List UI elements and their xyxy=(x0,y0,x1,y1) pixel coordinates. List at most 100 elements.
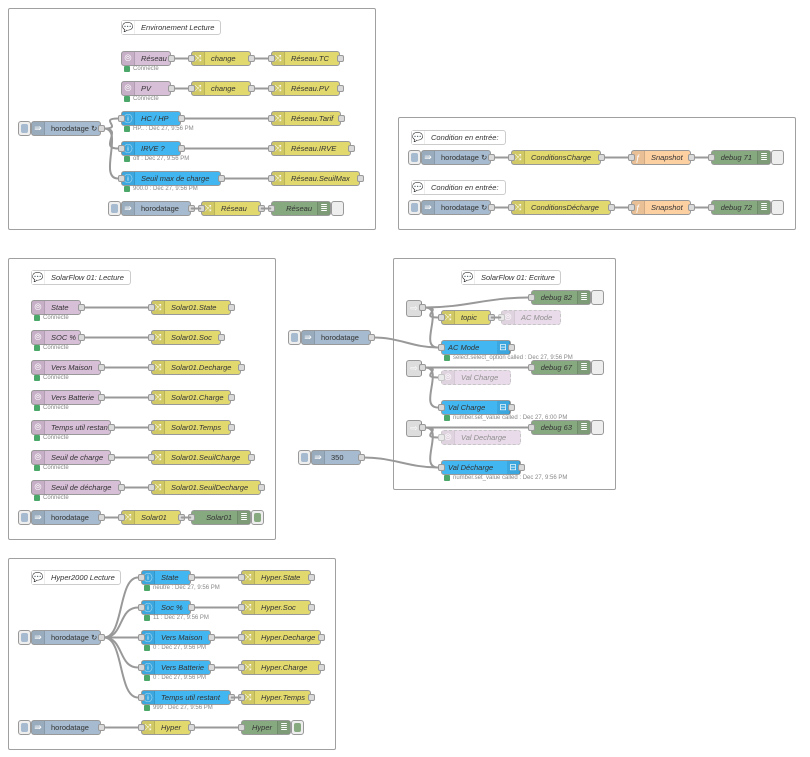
input-port[interactable] xyxy=(508,204,515,211)
output-port[interactable] xyxy=(98,125,105,132)
output-port[interactable] xyxy=(608,204,615,211)
output-port[interactable] xyxy=(358,454,365,461)
change-node[interactable]: ⤨Solar01.SeuilDecharge xyxy=(148,480,265,495)
input-port[interactable] xyxy=(628,204,635,211)
input-port[interactable] xyxy=(438,464,445,471)
debug-node[interactable]: Hyper≣ xyxy=(238,720,304,735)
inject-node[interactable]: ⇛horodatage ↻ xyxy=(18,630,105,645)
output-port[interactable] xyxy=(508,344,515,351)
inject-button[interactable] xyxy=(18,720,31,735)
output-port[interactable] xyxy=(238,364,245,371)
change-node[interactable]: ⤨Solar01 xyxy=(118,510,185,525)
mqtt-node[interactable]: ⦾PV xyxy=(121,81,175,96)
action-node[interactable]: AC Mode⊟ xyxy=(438,340,515,355)
output-port[interactable] xyxy=(258,205,265,212)
change-node[interactable]: ⤨ConditionsCharge xyxy=(508,150,605,165)
change-node[interactable]: ⤨Réseau.Tarif xyxy=(268,111,345,126)
debug-toggle-button[interactable] xyxy=(591,290,604,305)
output-port[interactable] xyxy=(318,664,325,671)
output-port[interactable] xyxy=(308,694,315,701)
junction-node[interactable]: ⇨ xyxy=(406,420,426,437)
output-port[interactable] xyxy=(108,424,115,431)
input-port[interactable] xyxy=(148,304,155,311)
output-port[interactable] xyxy=(337,85,344,92)
comment-node[interactable]: 💬SolarFlow 01: Ecriture xyxy=(461,270,561,285)
change-node[interactable]: ⤨Hyper.Temps xyxy=(238,690,315,705)
change-node[interactable]: ⤨Réseau xyxy=(198,201,265,216)
change-node[interactable]: ⤨Solar01.Charge xyxy=(148,390,235,405)
output-port[interactable] xyxy=(228,694,235,701)
debug-toggle-button[interactable] xyxy=(591,360,604,375)
input-port[interactable] xyxy=(138,634,145,641)
input-port[interactable] xyxy=(268,85,275,92)
debug-toggle-button[interactable] xyxy=(591,420,604,435)
output-port[interactable] xyxy=(188,724,195,731)
change-node[interactable]: ⤨Solar01.SeuilCharge xyxy=(148,450,255,465)
inject-button[interactable] xyxy=(108,201,121,216)
output-port[interactable] xyxy=(98,514,105,521)
output-port[interactable] xyxy=(218,175,225,182)
mqtt-node[interactable]: ⦾AC Mode xyxy=(498,310,561,325)
input-port[interactable] xyxy=(268,205,275,212)
input-port[interactable] xyxy=(118,514,125,521)
input-port[interactable] xyxy=(268,145,275,152)
output-port[interactable] xyxy=(108,454,115,461)
change-node[interactable]: ⤨Hyper.Soc xyxy=(238,600,315,615)
input-port[interactable] xyxy=(148,454,155,461)
output-port[interactable] xyxy=(228,304,235,311)
change-node[interactable]: ⤨Réseau.SeuilMax xyxy=(268,171,364,186)
output-port[interactable] xyxy=(178,115,185,122)
output-port[interactable] xyxy=(168,55,175,62)
input-port[interactable] xyxy=(708,204,715,211)
input-port[interactable] xyxy=(238,664,245,671)
input-port[interactable] xyxy=(238,574,245,581)
change-node[interactable]: ⤨Réseau.IRVE xyxy=(268,141,355,156)
change-node[interactable]: ⤨Solar01.State xyxy=(148,300,235,315)
change-node[interactable]: ⤨ConditionsDécharge xyxy=(508,200,615,215)
output-port[interactable] xyxy=(248,55,255,62)
debug-node[interactable]: debug 82≣ xyxy=(528,290,604,305)
change-node[interactable]: ⤨Réseau.PV xyxy=(268,81,344,96)
debug-toggle-button[interactable] xyxy=(291,720,304,735)
output-port[interactable] xyxy=(598,154,605,161)
output-port[interactable] xyxy=(368,334,375,341)
debug-node[interactable]: debug 67≣ xyxy=(528,360,604,375)
change-node[interactable]: ⤨change xyxy=(188,51,255,66)
output-port[interactable] xyxy=(508,404,515,411)
input-port[interactable] xyxy=(118,145,125,152)
debug-node[interactable]: debug 71≣ xyxy=(708,150,784,165)
output-port[interactable] xyxy=(208,634,215,641)
input-port[interactable] xyxy=(238,634,245,641)
junction-node[interactable]: ⇨ xyxy=(406,360,426,377)
input-port[interactable] xyxy=(628,154,635,161)
output-port[interactable] xyxy=(98,394,105,401)
input-port[interactable] xyxy=(708,154,715,161)
output-port[interactable] xyxy=(488,314,495,321)
input-port[interactable] xyxy=(188,55,195,62)
input-port[interactable] xyxy=(438,314,445,321)
change-node[interactable]: ⤨change xyxy=(188,81,255,96)
output-port[interactable] xyxy=(118,484,125,491)
output-port[interactable] xyxy=(178,145,185,152)
input-port[interactable] xyxy=(148,484,155,491)
output-port[interactable] xyxy=(348,145,355,152)
output-port[interactable] xyxy=(188,205,195,212)
output-port[interactable] xyxy=(688,204,695,211)
mqtt-node[interactable]: ⦾State xyxy=(31,300,85,315)
output-port[interactable] xyxy=(688,154,695,161)
output-port[interactable] xyxy=(337,55,344,62)
input-port[interactable] xyxy=(528,294,535,301)
output-port[interactable] xyxy=(208,664,215,671)
input-port[interactable] xyxy=(188,514,195,521)
input-port[interactable] xyxy=(268,55,275,62)
debug-toggle-button[interactable] xyxy=(331,201,344,216)
debug-node[interactable]: debug 72≣ xyxy=(708,200,784,215)
junction-node[interactable]: ⇨ xyxy=(406,300,426,317)
change-node[interactable]: ⤨topic xyxy=(438,310,495,325)
output-port[interactable] xyxy=(258,484,265,491)
input-port[interactable] xyxy=(438,434,445,441)
